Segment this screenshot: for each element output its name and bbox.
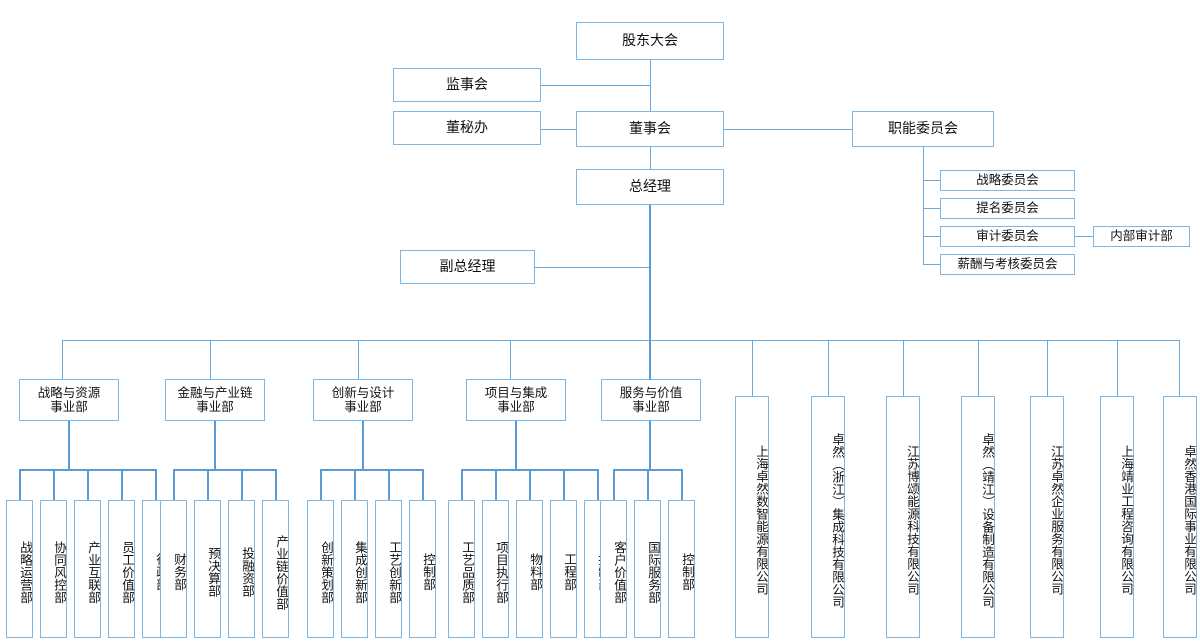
box-committee-audit[interactable]: 审计委员会 <box>940 226 1075 247</box>
connector-division-5-drop-2 <box>647 469 649 500</box>
connector-division-1-drop-3 <box>87 469 89 500</box>
connector-division-4-stem <box>515 421 517 469</box>
box-department-budget-settlement[interactable]: 预决算部 <box>194 500 221 638</box>
connector-division-2-drop-3 <box>241 469 243 500</box>
connector-bus-drop-subsidiary-5 <box>1047 340 1048 396</box>
connector-audit-committee-to-internal-audit <box>1075 236 1093 237</box>
box-department-employee-value[interactable]: 员工价值部 <box>108 500 135 638</box>
connector-division-5-stem <box>649 421 651 469</box>
connector-division-2-drop-1 <box>173 469 175 500</box>
connector-general-manager-spine <box>649 205 651 380</box>
box-department-integrated-innovation[interactable]: 集成创新部 <box>341 500 368 638</box>
connector-division-2-bar <box>173 469 275 471</box>
box-board-of-directors[interactable]: 董事会 <box>576 111 724 147</box>
connector-division-4-drop-4 <box>563 469 565 500</box>
box-division-finance-industry-chain[interactable]: 金融与产业链 事业部 <box>165 379 265 421</box>
box-department-industrial-internet[interactable]: 产业互联部 <box>74 500 101 638</box>
connector-secretary-to-board <box>541 129 576 130</box>
box-division-strategy-resource[interactable]: 战略与资源 事业部 <box>19 379 119 421</box>
connector-division-1-drop-4 <box>121 469 123 500</box>
connector-bus-drop-subsidiary-6 <box>1117 340 1118 396</box>
connector-division-1-stem <box>68 421 70 469</box>
box-department-customer-value[interactable]: 客户价值部 <box>600 500 627 638</box>
connector-division-5-drop-1 <box>613 469 615 500</box>
connector-division-4-drop-1 <box>461 469 463 500</box>
connector-division-5-drop-3 <box>681 469 683 500</box>
box-department-strategy-operations[interactable]: 战略运营部 <box>6 500 33 638</box>
connector-board-to-general-manager <box>650 147 651 169</box>
box-department-control-design[interactable]: 控制部 <box>409 500 436 638</box>
connector-deputy-gm-to-spine <box>535 267 650 268</box>
connector-division-3-bar <box>320 469 422 471</box>
connector-bus-drop-division-3 <box>358 340 359 379</box>
connector-bus-drop-subsidiary-4 <box>978 340 979 396</box>
connector-division-4-drop-5 <box>597 469 599 500</box>
connector-division-1-drop-1 <box>19 469 21 500</box>
connector-main-horizontal-bus <box>62 340 1179 341</box>
connector-bus-drop-subsidiary-7 <box>1179 340 1180 396</box>
connector-bus-drop-subsidiary-3 <box>903 340 904 396</box>
connector-bus-drop-division-2 <box>210 340 211 379</box>
connector-division-4-drop-3 <box>529 469 531 500</box>
box-committee-nomination[interactable]: 提名委员会 <box>940 198 1075 219</box>
connector-division-3-drop-4 <box>422 469 424 500</box>
box-department-control-service[interactable]: 控制部 <box>668 500 695 638</box>
box-general-manager[interactable]: 总经理 <box>576 169 724 205</box>
box-division-innovation-design[interactable]: 创新与设计 事业部 <box>313 379 413 421</box>
connector-committee-audit-stub <box>923 236 940 237</box>
connector-board-to-functional-committee <box>724 129 852 130</box>
connector-committee-compensation-stub <box>923 264 940 265</box>
box-internal-audit-department[interactable]: 内部审计部 <box>1093 226 1190 247</box>
box-subsidiary-zhuoran-zhejiang-integration[interactable]: 卓然（浙江）集成科技有限公司 <box>811 396 845 638</box>
connector-division-1-drop-2 <box>53 469 55 500</box>
connector-shareholders-to-board <box>650 60 651 111</box>
box-department-investment-financing[interactable]: 投融资部 <box>228 500 255 638</box>
box-subsidiary-shanghai-zhuoran-digital-energy[interactable]: 上海卓然数智能源有限公司 <box>735 396 769 638</box>
connector-division-2-stem <box>214 421 216 469</box>
box-department-engineering[interactable]: 工程部 <box>550 500 577 638</box>
box-department-industry-chain-value[interactable]: 产业链价值部 <box>262 500 289 638</box>
connector-division-4-drop-2 <box>495 469 497 500</box>
box-subsidiary-jiangsu-bosong-energy[interactable]: 江苏博颂能源科技有限公司 <box>886 396 920 638</box>
connector-bus-drop-division-4 <box>510 340 511 379</box>
box-deputy-general-manager[interactable]: 副总经理 <box>400 250 535 284</box>
box-department-process-innovation[interactable]: 工艺创新部 <box>375 500 402 638</box>
box-subsidiary-shanghai-jingye-consulting[interactable]: 上海靖业工程咨询有限公司 <box>1100 396 1134 638</box>
box-department-project-execution[interactable]: 项目执行部 <box>482 500 509 638</box>
box-functional-committee[interactable]: 职能委员会 <box>852 111 994 147</box>
box-department-international-service[interactable]: 国际服务部 <box>634 500 661 638</box>
box-division-project-integration[interactable]: 项目与集成 事业部 <box>466 379 566 421</box>
box-department-materials[interactable]: 物料部 <box>516 500 543 638</box>
connector-bus-drop-subsidiary-1 <box>752 340 753 396</box>
box-subsidiary-zhuoran-jingjiang-equipment[interactable]: 卓然（靖江）设备制造有限公司 <box>961 396 995 638</box>
connector-bus-drop-division-1 <box>62 340 63 379</box>
connector-division-1-drop-5 <box>155 469 157 500</box>
connector-division-2-drop-2 <box>207 469 209 500</box>
box-subsidiary-jiangsu-zhuoran-enterprise-service[interactable]: 江苏卓然企业服务有限公司 <box>1030 396 1064 638</box>
box-shareholders-meeting[interactable]: 股东大会 <box>576 22 724 60</box>
connector-committee-strategy-stub <box>923 180 940 181</box>
box-department-finance[interactable]: 财务部 <box>160 500 187 638</box>
connector-committee-nomination-stub <box>923 208 940 209</box>
box-division-service-value[interactable]: 服务与价值 事业部 <box>601 379 701 421</box>
connector-bus-drop-subsidiary-2 <box>828 340 829 396</box>
connector-division-3-drop-2 <box>354 469 356 500</box>
box-department-process-quality[interactable]: 工艺品质部 <box>448 500 475 638</box>
box-committee-strategy[interactable]: 战略委员会 <box>940 170 1075 191</box>
box-supervisory-board[interactable]: 监事会 <box>393 68 541 102</box>
box-subsidiary-zhuoran-hongkong-international[interactable]: 卓然香港国际事业有限公司 <box>1163 396 1197 638</box>
box-board-secretary-office[interactable]: 董秘办 <box>393 111 541 145</box>
connector-division-2-drop-4 <box>275 469 277 500</box>
box-department-innovation-planning[interactable]: 创新策划部 <box>307 500 334 638</box>
box-committee-compensation[interactable]: 薪酬与考核委员会 <box>940 254 1075 275</box>
connector-division-3-stem <box>362 421 364 469</box>
connector-division-3-drop-1 <box>320 469 322 500</box>
connector-supervisory-to-spine <box>541 85 650 86</box>
connector-division-3-drop-3 <box>388 469 390 500</box>
connector-functional-committee-bus <box>923 147 924 265</box>
box-department-collaborative-risk-control[interactable]: 协同风控部 <box>40 500 67 638</box>
